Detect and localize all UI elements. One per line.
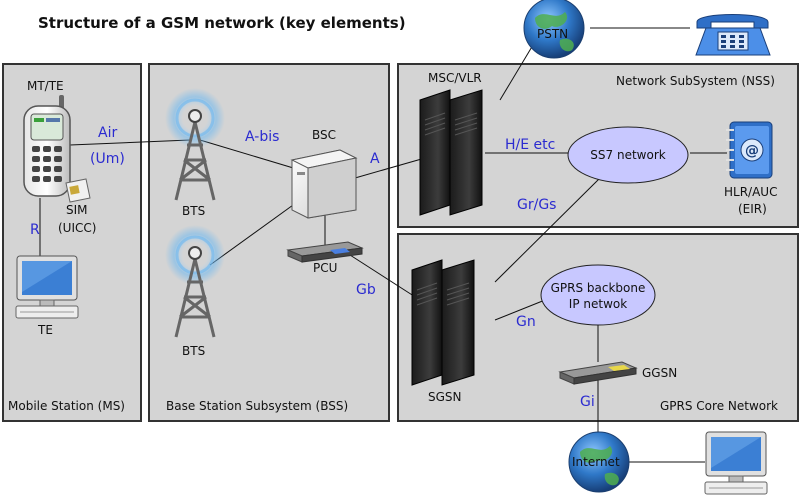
uicc-label: (UICC) — [58, 221, 96, 235]
gprs-backbone-label-1: GPRS backbone — [551, 281, 646, 295]
computer-icon-internet — [704, 431, 768, 495]
sim-label: SIM — [66, 203, 88, 217]
interface-abis: A-bis — [245, 129, 279, 145]
address-book-icon: @ — [726, 121, 773, 179]
link-grgs — [494, 177, 601, 283]
interface-gb: Gb — [356, 282, 376, 298]
internet-label: Internet — [572, 455, 620, 469]
ss7-label: SS7 network — [590, 148, 665, 162]
sgsn-server-icon — [411, 259, 475, 386]
interface-um: (Um) — [90, 151, 125, 167]
gprs-backbone-ellipse: GPRS backbone IP netwok — [540, 264, 656, 326]
section-label-ms: Mobile Station (MS) — [8, 399, 125, 413]
connection-lines — [39, 27, 727, 463]
hlr-auc-label: HLR/AUC — [724, 185, 777, 199]
diagram-title: Structure of a GSM network (key elements… — [38, 14, 406, 32]
pstn-globe-icon — [523, 0, 585, 59]
ggsn-device-icon — [558, 361, 638, 385]
bts-top-label: BTS — [182, 204, 205, 218]
computer-icon-te — [15, 255, 79, 319]
link-air — [69, 139, 191, 146]
gprs-backbone-label-2: IP netwok — [569, 297, 627, 311]
link-abis-bottom — [209, 199, 301, 266]
te-label: TE — [37, 323, 53, 337]
link-abis-top — [199, 139, 301, 171]
interface-grgs: Gr/Gs — [517, 197, 556, 213]
interface-air: Air — [98, 125, 117, 141]
svg-text:@: @ — [745, 143, 759, 159]
mt-te-label: MT/TE — [27, 79, 64, 93]
pstn-label: PSTN — [537, 27, 568, 41]
internet-globe-icon — [568, 431, 630, 493]
msc-vlr-label: MSC/VLR — [428, 71, 482, 85]
link-gb — [349, 254, 421, 301]
eir-label: (EIR) — [738, 202, 767, 216]
ggsn-label: GGSN — [642, 366, 677, 380]
link-a — [354, 157, 426, 179]
link-pstn — [499, 44, 534, 101]
telephone-icon — [695, 14, 771, 56]
sgsn-label: SGSN — [428, 390, 462, 404]
bsc-server-icon — [290, 149, 358, 219]
msc-vlr-server-icon — [419, 89, 483, 216]
section-label-bss: Base Station Subsystem (BSS) — [166, 399, 348, 413]
bsc-label: BSC — [312, 128, 336, 142]
sim-card-icon — [65, 178, 91, 203]
interface-gn: Gn — [516, 314, 536, 330]
interface-he: H/E etc — [505, 137, 555, 153]
interface-a: A — [370, 151, 380, 167]
antenna-tower-icon-bottom — [165, 225, 225, 338]
pcu-device-icon — [286, 241, 364, 263]
bts-bottom-label: BTS — [182, 344, 205, 358]
interface-r: R — [30, 222, 40, 238]
antenna-tower-icon-top — [165, 88, 225, 201]
pcu-label: PCU — [313, 261, 337, 275]
section-label-nss: Network SubSystem (NSS) — [616, 74, 775, 88]
mobile-phone-icon — [23, 95, 71, 197]
ss7-network-ellipse: SS7 network — [567, 126, 689, 184]
interface-gi: Gi — [580, 394, 595, 410]
section-label-gprs: GPRS Core Network — [660, 399, 778, 413]
link-gn — [494, 299, 546, 321]
